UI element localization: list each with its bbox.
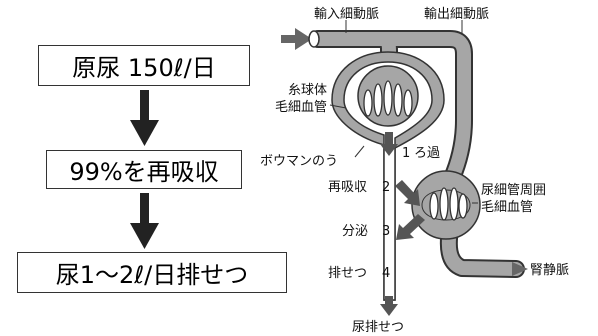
renal-vein-arrow bbox=[512, 262, 528, 276]
flow-box-primary-urine: 原尿 150ℓ/日 bbox=[38, 45, 250, 86]
renal-vein-label: 腎静脈 bbox=[530, 263, 569, 278]
flow-box-reabsorption: 99%を再吸収 bbox=[46, 150, 242, 189]
flow-box-excretion: 尿1〜2ℓ/日排せつ bbox=[17, 252, 287, 293]
flow-arrow-2 bbox=[130, 193, 159, 249]
peritubular-capillaries bbox=[411, 170, 481, 240]
step3-number: 3 bbox=[382, 224, 390, 239]
afferent-label: 輸入細動脈 bbox=[314, 7, 379, 22]
glomerulus-label-1: 糸球体 bbox=[288, 83, 327, 98]
reabsorption-arrow bbox=[395, 180, 420, 206]
step4-text: 排せつ bbox=[328, 266, 367, 281]
glomerulus-label-2: 毛細血管 bbox=[275, 100, 327, 115]
urine-out-arrow bbox=[380, 296, 398, 316]
afferent-open-end bbox=[308, 30, 320, 48]
step2-number: 2 bbox=[382, 180, 390, 195]
step1-number: 1 bbox=[402, 146, 410, 161]
glomerulus bbox=[357, 65, 419, 127]
bowman-capsule-and-tubule bbox=[331, 51, 445, 301]
step2-text: 再吸収 bbox=[328, 180, 367, 195]
step1-text: ろ過 bbox=[414, 146, 440, 161]
step3-text: 分泌 bbox=[342, 224, 368, 239]
flow-arrow-1 bbox=[130, 90, 159, 146]
filtration-arrow bbox=[380, 132, 398, 156]
secretion-arrow bbox=[396, 214, 425, 240]
peritubular-label-1: 尿細管周囲 bbox=[481, 183, 546, 198]
efferent-label: 輸出細動脈 bbox=[424, 7, 489, 22]
step4-number: 4 bbox=[382, 266, 390, 281]
bowman-label: ボウマンのう bbox=[260, 154, 338, 169]
urine-excretion-label: 尿排せつ bbox=[352, 320, 404, 335]
blood-in-arrow bbox=[281, 28, 312, 50]
leader-lines bbox=[329, 20, 478, 204]
peritubular-label-2: 毛細血管 bbox=[481, 200, 533, 215]
